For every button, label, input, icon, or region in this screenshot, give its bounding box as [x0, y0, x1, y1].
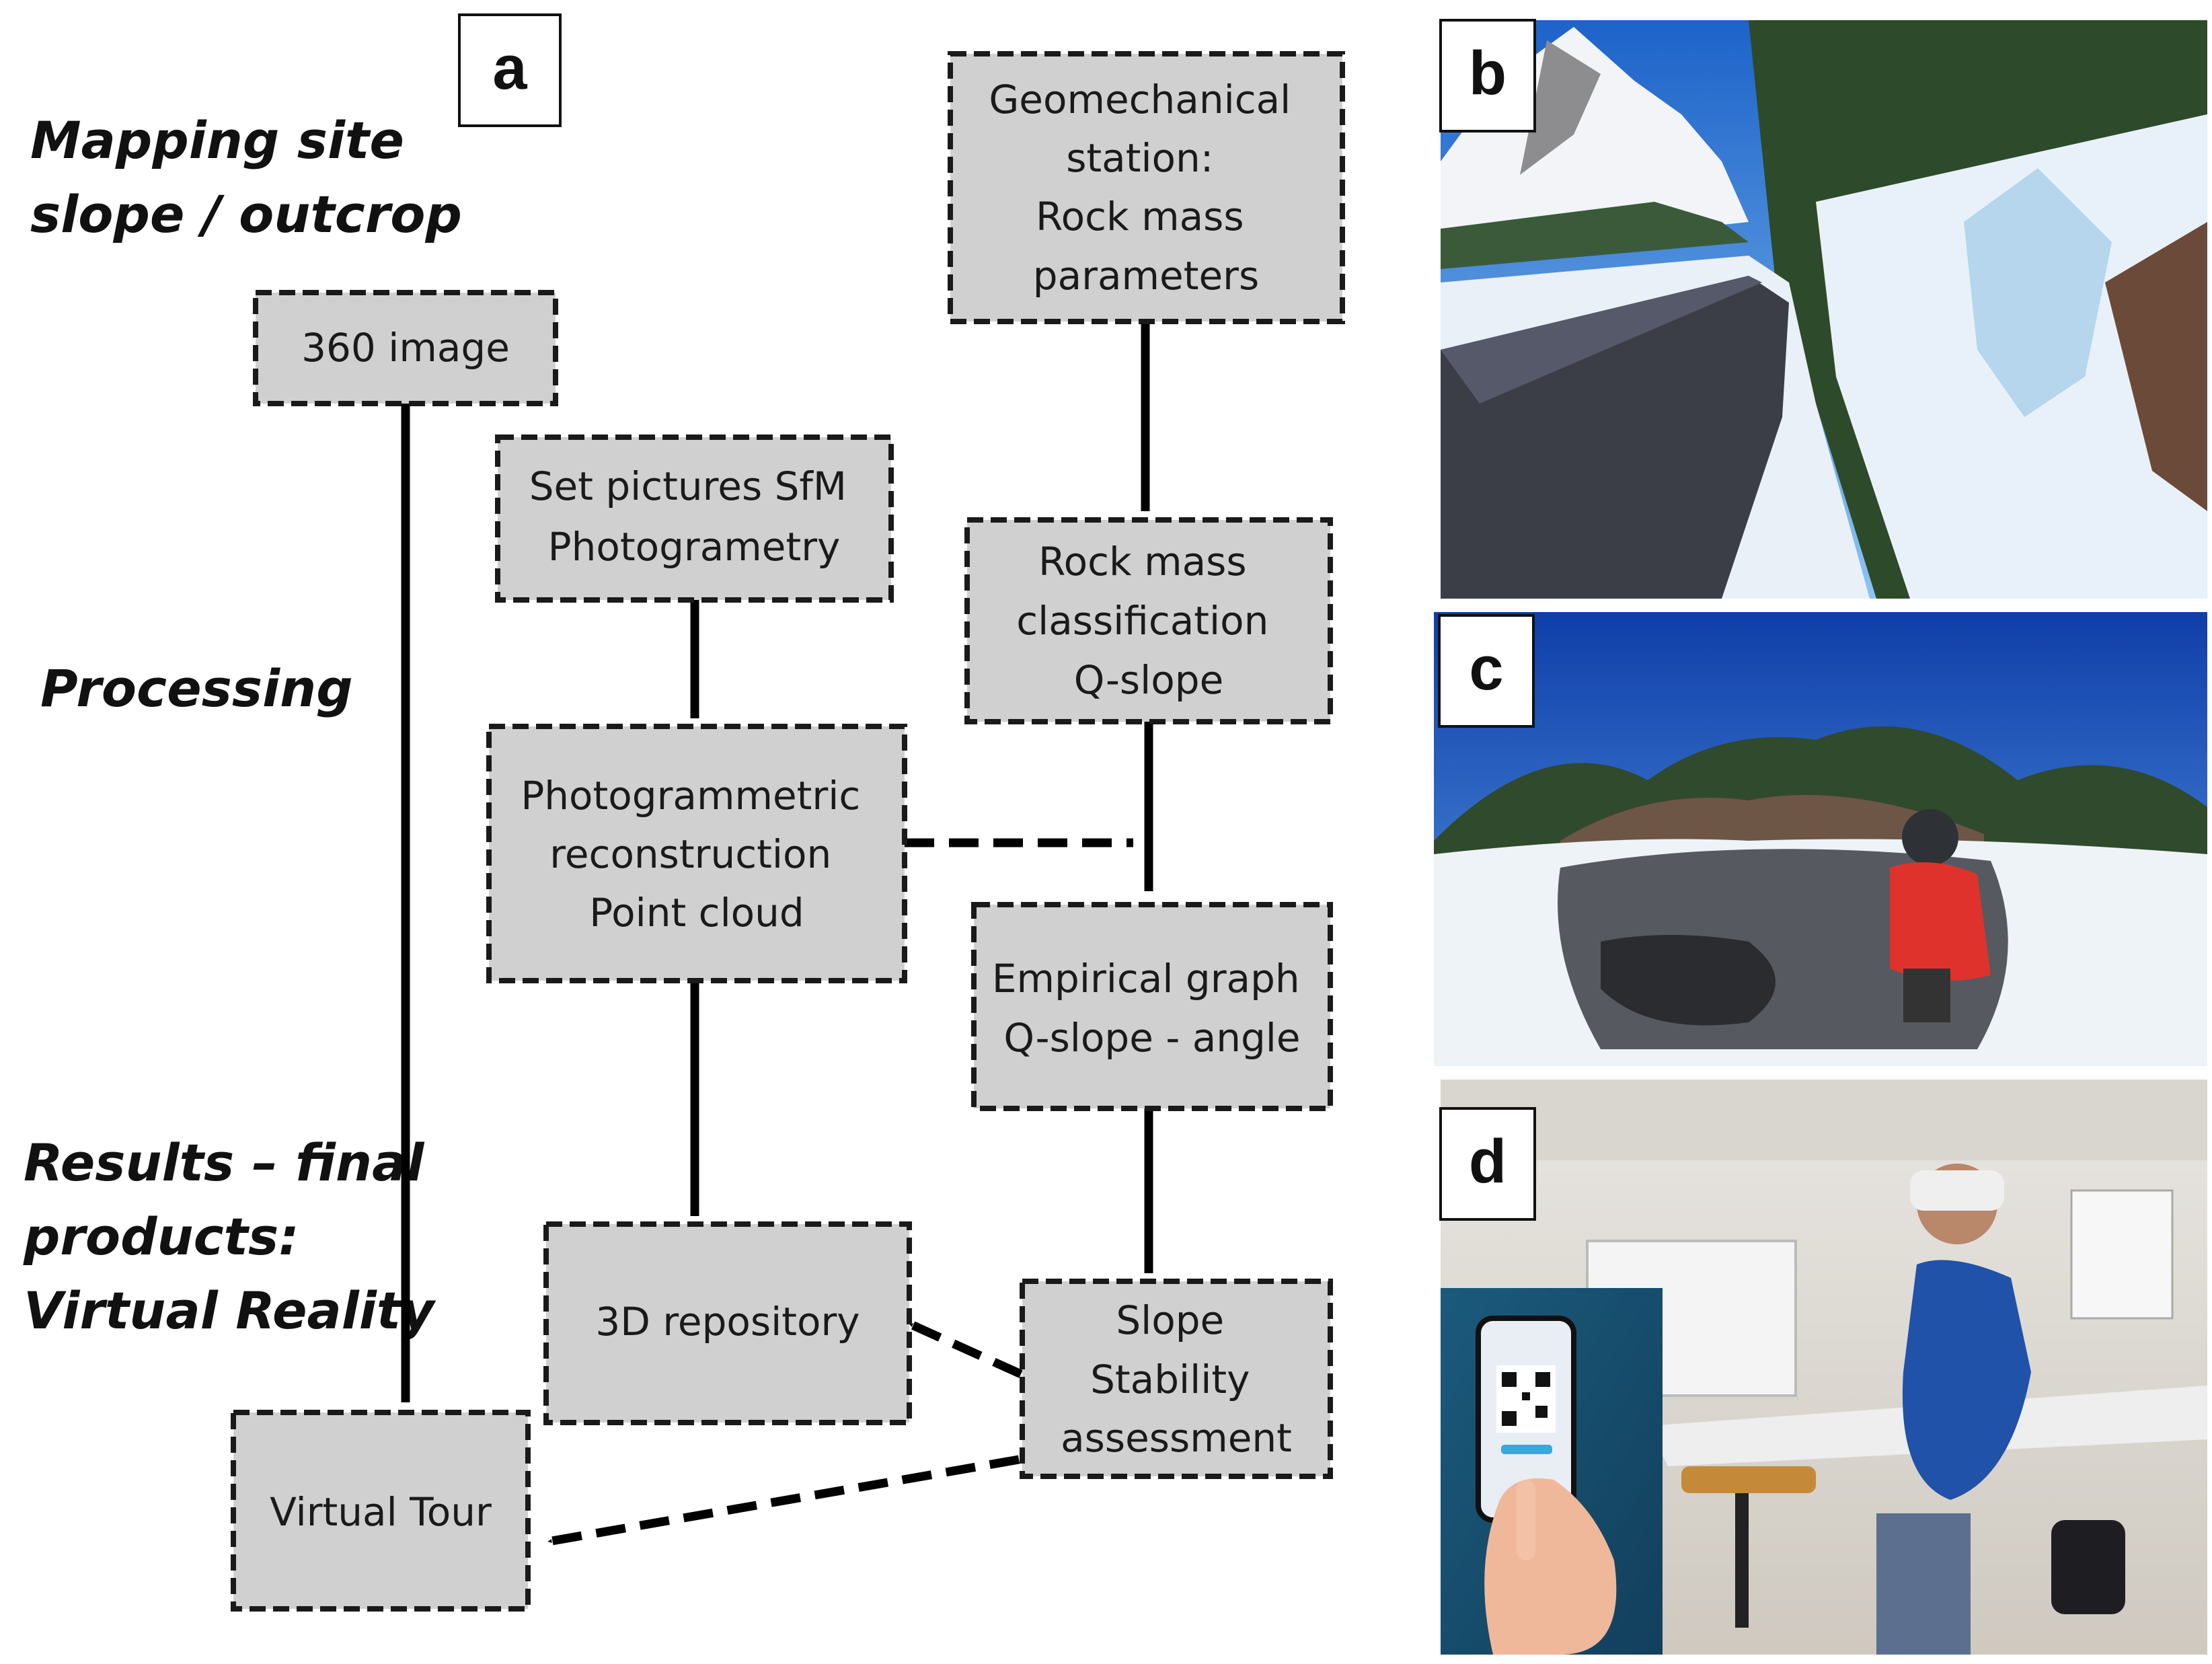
svg-text:Empirical graph Q-slope: Empirical graph Q-slope - angle	[992, 956, 1312, 1061]
stage-label-results: Results – final products: Virtual Realit…	[23, 1133, 442, 1340]
svg-text:3D repository: 3D repository	[595, 1299, 860, 1345]
photo-c-panorama	[1434, 612, 2207, 1066]
edge-stability-to-virtual-tour	[547, 1455, 1020, 1546]
svg-text:Rock mass classification: Rock mass classification Q-slope	[1016, 539, 1281, 703]
photo-b-mountain-road	[1441, 20, 2207, 599]
node-photogrammetric-reconstruction: Photogrammetric reconstruction Point clo…	[486, 724, 907, 983]
panel-a-letter: a	[492, 34, 527, 102]
node-3d-repository: 3D repository	[543, 1221, 912, 1425]
node-set-pictures: Set pictures SfM Photogrametry	[495, 434, 894, 603]
stage-label-mapping: Mapping site slope / outcrop	[30, 110, 462, 244]
panel-d-label-box	[1439, 1107, 1536, 1221]
stage-label-processing: Processing	[40, 658, 353, 718]
edges	[401, 322, 1153, 1546]
panel-b-letter: b	[1469, 39, 1507, 108]
node-virtual-tour: Virtual Tour	[231, 1410, 531, 1612]
edge-stability-to-repository	[907, 1320, 1023, 1378]
panel-d-letter: d	[1469, 1127, 1507, 1196]
svg-text:Geomechanical station:: Geomechanical station: Rock mass paramet…	[989, 77, 1303, 299]
svg-text:Set pictures SfM Photog: Set pictures SfM Photogrametry	[529, 463, 860, 570]
svg-text:360 image: 360 image	[301, 325, 510, 371]
svg-text:Virtual Tour: Virtual Tour	[270, 1489, 492, 1535]
node-slope-stability: Slope Stability assessment	[1020, 1279, 1333, 1479]
panel-b-label-box	[1439, 19, 1536, 133]
panel-c-label-box	[1438, 614, 1535, 728]
node-360-image: 360 image	[253, 290, 558, 406]
photo-d-classroom-vr	[1441, 1080, 2207, 1655]
node-rock-mass-classification: Rock mass classification Q-slope	[964, 517, 1333, 724]
svg-text:Photogrammetric reconstr: Photogrammetric reconstruction Point clo…	[521, 773, 872, 936]
panel-a-label: a	[458, 13, 562, 127]
photo-d-qr-inset	[1441, 1288, 1663, 1655]
panel-c-letter: c	[1469, 634, 1503, 703]
svg-text:Slope Stability as: Slope Stability assessment	[1061, 1297, 1292, 1461]
node-empirical-graph: Empirical graph Q-slope - angle	[971, 902, 1333, 1111]
node-geomechanical-station: Geomechanical station: Rock mass paramet…	[948, 51, 1345, 324]
